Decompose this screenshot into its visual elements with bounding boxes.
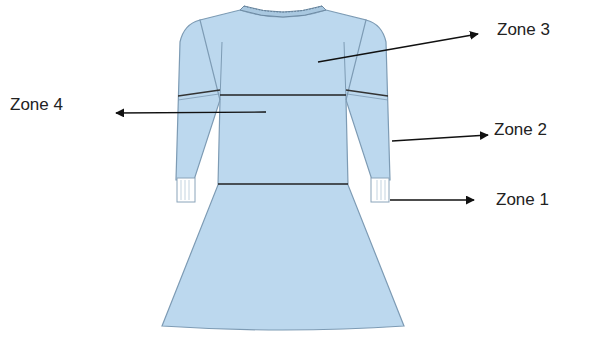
zone-label: Zone 2 (494, 120, 547, 140)
right-cuff (371, 178, 389, 202)
sleeve-seam (178, 94, 219, 100)
sleeve-seam (347, 94, 388, 100)
zone-label: Zone 1 (496, 190, 549, 210)
collar-rib (244, 6, 322, 12)
cuff-rib (377, 180, 385, 200)
cuff-rib (181, 180, 189, 200)
underarm-seam (344, 42, 346, 100)
collar-band (240, 6, 326, 17)
zone-label: Zone 3 (497, 20, 550, 40)
left-cuff (177, 178, 195, 202)
zone-label: Zone 4 (10, 95, 63, 115)
underarm-seam (220, 42, 222, 100)
zone-boundary (218, 183, 348, 185)
zone-boundary (220, 94, 346, 96)
gown-body (162, 10, 404, 330)
leader-arrow (392, 135, 488, 141)
leader-arrow (116, 112, 266, 113)
leader-arrow (318, 34, 478, 62)
leader-arrow (390, 199, 474, 200)
